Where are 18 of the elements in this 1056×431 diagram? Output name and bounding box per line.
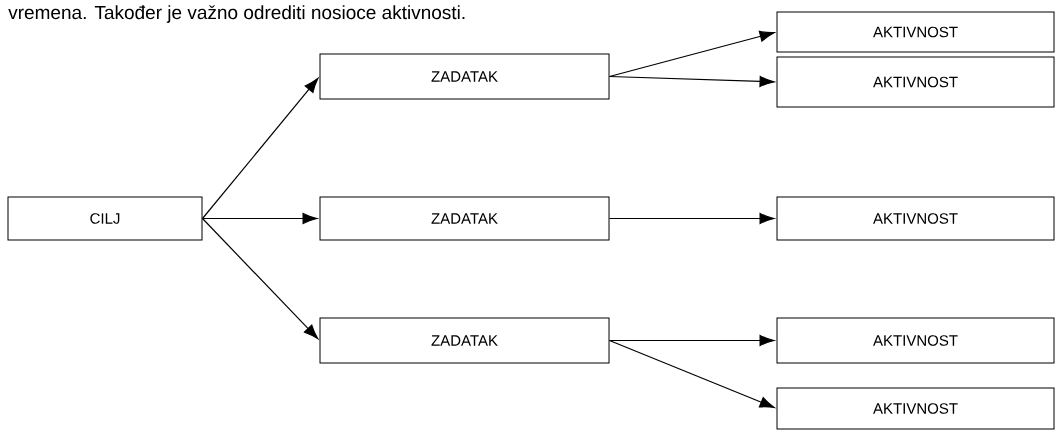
- task-box: ZADATAK: [319, 53, 610, 100]
- task-box: CILJ: [7, 196, 203, 241]
- task-box: AKTIVNOST: [776, 387, 1055, 430]
- arrow: [608, 334, 775, 347]
- arrow: [608, 30, 775, 78]
- arrow: [608, 75, 775, 88]
- task-box: ZADATAK: [319, 317, 610, 364]
- text-line: vremena. Također je važno odrediti nosioce aktivnosti.: [8, 5, 465, 23]
- arrow: [608, 339, 775, 409]
- task-box: AKTIVNOST: [776, 11, 1055, 53]
- task-box: ZADATAK: [319, 196, 610, 241]
- arrow: [201, 77, 319, 220]
- task-box: AKTIVNOST: [776, 317, 1055, 364]
- arrow: [608, 212, 775, 225]
- task-box: AKTIVNOST: [776, 196, 1055, 241]
- task-box: AKTIVNOST: [776, 56, 1055, 108]
- arrow: [201, 217, 319, 340]
- arrow: [201, 212, 318, 225]
